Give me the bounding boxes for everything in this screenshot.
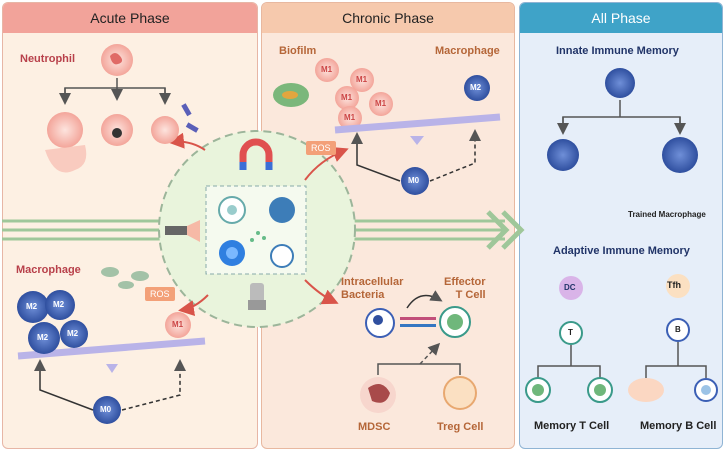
memory-b-cell-label: Memory B Cell (640, 420, 717, 432)
treg-cell (443, 376, 477, 410)
m0-tag-chronic: M0 (408, 176, 420, 185)
macrophage-acute-label: Macrophage (16, 264, 81, 276)
innate-macrophage-naive (547, 139, 579, 171)
mdsc-label: MDSC (358, 421, 391, 433)
biofilm (273, 83, 309, 107)
neutrophil-net (45, 112, 87, 173)
dc-cell (559, 276, 583, 300)
m2-macrophage-cluster (17, 290, 88, 354)
effector-t-cell-label: Effector T Cell (444, 276, 486, 301)
m1-tag-acute: M1 (172, 320, 184, 329)
m1-tag-c1: M1 (321, 65, 333, 74)
t-cell (559, 321, 583, 345)
m1-macrophage-acute (165, 312, 191, 338)
m0-macrophage-chronic (401, 167, 429, 195)
acute-seesaw (17, 337, 206, 373)
ros-chronic-badge: ROS (306, 141, 336, 155)
treg-cell-label: Treg Cell (437, 421, 484, 433)
m2-tag-3: M2 (67, 329, 79, 338)
intracellular-bacteria-label: Intracellular Bacteria (341, 276, 404, 301)
m2-tag-1: M2 (26, 302, 38, 311)
innate-memory-label: Innate Immune Memory (556, 45, 679, 57)
neutrophil-degranulation (151, 103, 199, 144)
macrophage-chronic-label: Macrophage (435, 45, 500, 57)
tfh-label: Tfh (667, 280, 681, 290)
acute-phase-title: Acute Phase (3, 3, 257, 33)
adaptive-memory-label: Adaptive Immune Memory (553, 245, 690, 257)
neutrophil-phagocytosis (101, 114, 133, 146)
m2-macrophage-chronic (464, 75, 490, 101)
biofilm-label: Biofilm (279, 45, 317, 57)
trained-macrophage-label: Trained Macrophage (628, 210, 706, 219)
m1-macrophage-group (315, 58, 393, 130)
m0-macrophage-acute (93, 396, 121, 424)
ros-acute-badge: ROS (145, 287, 175, 301)
all-phase-title: All Phase (520, 3, 722, 33)
memory-b-cell-shapes (628, 378, 718, 402)
dc-label: DC (564, 283, 576, 292)
all-phase-panel: All Phase (519, 2, 723, 449)
innate-macrophage-top (605, 68, 635, 98)
neutrophil-label: Neutrophil (20, 53, 75, 65)
chronic-seesaw (334, 113, 501, 145)
mdsc-cell (360, 377, 396, 413)
m2-tag-2: M2 (37, 333, 49, 342)
infected-macrophage (365, 308, 395, 338)
tfh-cell (666, 274, 690, 298)
m2-tag-chronic: M2 (470, 83, 482, 92)
trained-macrophage (662, 137, 698, 173)
chronic-phase-title: Chronic Phase (262, 3, 514, 33)
neutrophil-cell (101, 44, 133, 76)
b-cell (666, 318, 690, 342)
memory-t-cell-shapes (525, 377, 613, 403)
m2-tag-4: M2 (53, 300, 65, 309)
memory-t-cell-label: Memory T Cell (534, 420, 610, 432)
b-label: B (675, 325, 681, 334)
m1-tag-c5: M1 (344, 113, 356, 122)
effector-t-cell-shape (439, 306, 471, 338)
bacteria-cluster-acute (101, 267, 149, 289)
m1-tag-c2: M1 (356, 75, 368, 84)
t-label: T (568, 328, 573, 337)
m1-tag-c4: M1 (375, 99, 387, 108)
m1-tag-c3: M1 (341, 93, 353, 102)
m0-tag-acute: M0 (100, 405, 112, 414)
